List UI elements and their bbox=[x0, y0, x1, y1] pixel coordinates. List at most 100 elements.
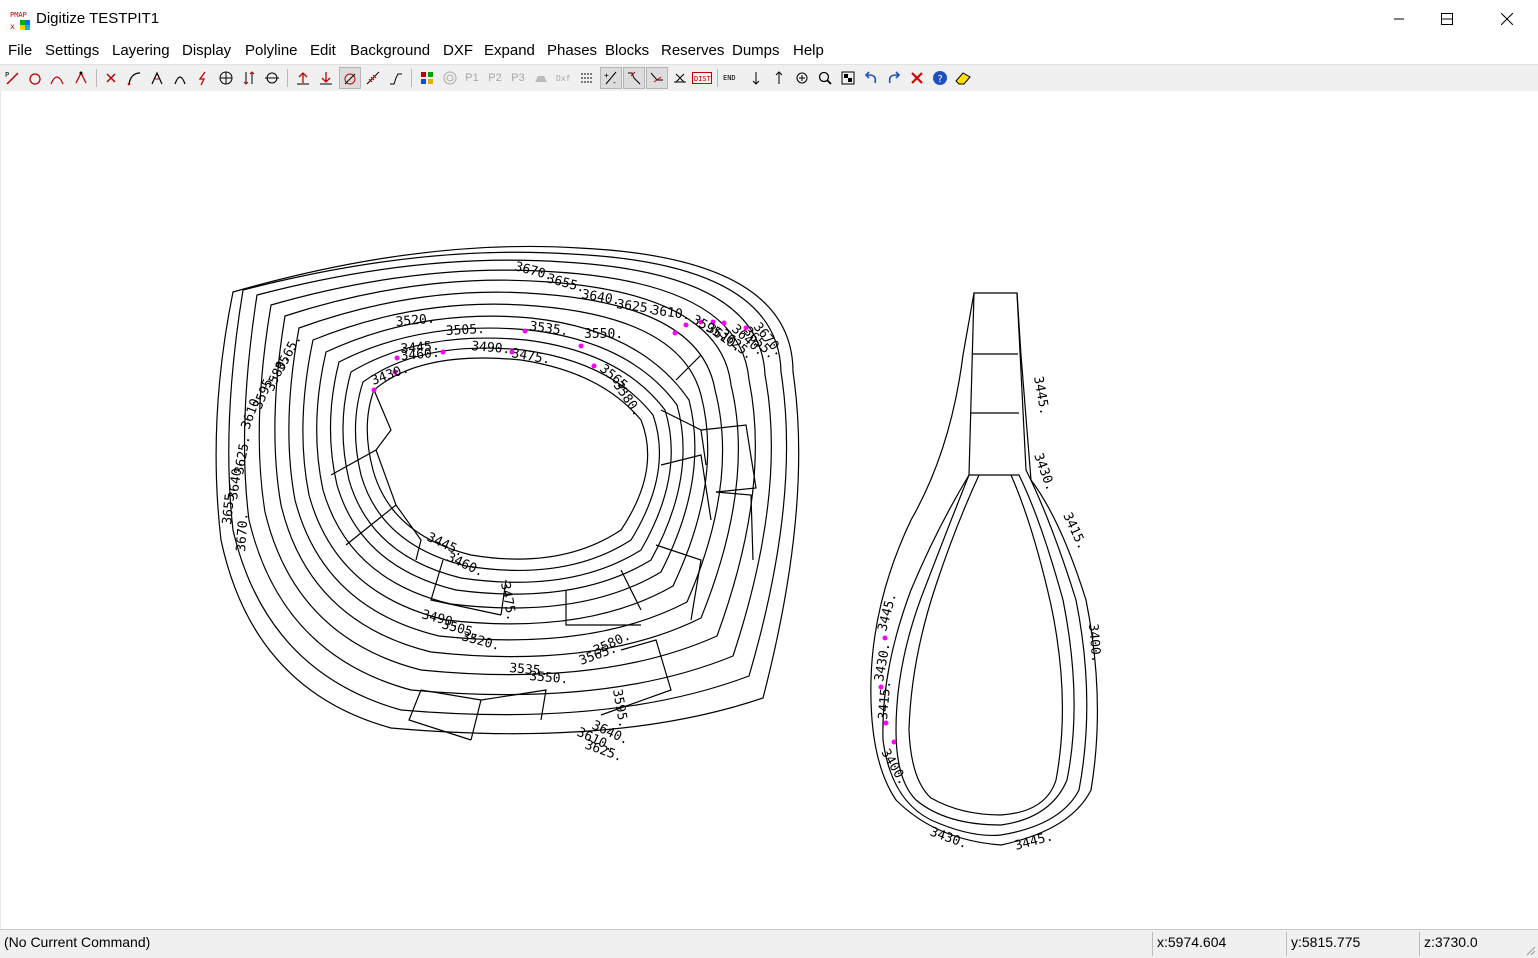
phase-p1-button[interactable]: P1 bbox=[465, 72, 479, 84]
status-z-coordinate: z:3730.0 bbox=[1424, 934, 1478, 950]
menu-bar: File Settings Layering Display Polyline … bbox=[0, 38, 1538, 64]
contour-label: 3670. bbox=[234, 512, 252, 552]
raise-icon[interactable] bbox=[293, 68, 313, 88]
menu-settings[interactable]: Settings bbox=[45, 42, 100, 59]
svg-text:?: ? bbox=[937, 74, 943, 85]
contour-label: 3475. bbox=[510, 346, 551, 368]
lower-icon[interactable] bbox=[316, 68, 336, 88]
contour-snap-icon[interactable] bbox=[339, 67, 361, 89]
zoom-icon[interactable] bbox=[815, 68, 835, 88]
close-icon bbox=[1501, 13, 1513, 25]
move-polyline-icon[interactable] bbox=[262, 68, 282, 88]
minimize-button[interactable] bbox=[1424, 0, 1470, 38]
contour-label: 3580. bbox=[610, 379, 645, 420]
step-line-icon[interactable] bbox=[386, 68, 406, 88]
arrow-down-icon[interactable] bbox=[746, 68, 766, 88]
curve-tool-icon[interactable] bbox=[47, 68, 67, 88]
menu-background[interactable]: Background bbox=[350, 42, 431, 59]
help-icon[interactable]: ? bbox=[930, 68, 950, 88]
phase-p3-button[interactable]: P3 bbox=[511, 72, 525, 84]
bench-icon[interactable] bbox=[623, 67, 645, 89]
contour-label: 3445. bbox=[1030, 375, 1052, 416]
maximize-button[interactable] bbox=[1424, 0, 1470, 38]
truck-icon[interactable] bbox=[531, 68, 551, 88]
redo-icon[interactable] bbox=[884, 68, 904, 88]
contour-label: 3625. bbox=[232, 435, 254, 476]
hatch-line-icon[interactable] bbox=[363, 68, 383, 88]
menu-display[interactable]: Display bbox=[182, 42, 232, 59]
contour-label: 3415. bbox=[1059, 510, 1089, 552]
close-button[interactable] bbox=[1484, 0, 1530, 38]
contour-label: 3595. bbox=[609, 688, 631, 729]
contour-label: 3520. bbox=[395, 312, 435, 330]
menu-file[interactable]: File bbox=[8, 42, 33, 59]
contour-label: 3475. bbox=[497, 581, 519, 622]
contour-label: 3400. bbox=[1085, 623, 1103, 663]
rings-icon[interactable] bbox=[440, 68, 460, 88]
contour-label: 3430. bbox=[872, 642, 894, 683]
svg-text:P: P bbox=[5, 71, 9, 79]
svg-text:-: - bbox=[612, 78, 617, 86]
maximize-icon bbox=[1441, 13, 1453, 25]
join-arc-icon[interactable] bbox=[170, 68, 190, 88]
svg-text:PMAP: PMAP bbox=[10, 11, 27, 19]
target-icon[interactable] bbox=[216, 68, 236, 88]
svg-text:END: END bbox=[723, 74, 736, 82]
drawing-canvas[interactable]: 3670. 3655. 3640. 3625. 3610. 3520. 3505… bbox=[0, 91, 1538, 929]
contour-label: 3625. bbox=[615, 297, 656, 317]
distance-button[interactable]: DIST bbox=[692, 68, 712, 88]
plus-minus-icon[interactable]: +- bbox=[600, 67, 622, 89]
contour-drawing: 3670. 3655. 3640. 3625. 3610. 3520. 3505… bbox=[215, 245, 1103, 854]
layer-colors-icon[interactable] bbox=[417, 68, 437, 88]
contour-label: 3520. bbox=[460, 629, 502, 654]
menu-phases[interactable]: Phases bbox=[547, 42, 598, 59]
cross-section-icon[interactable] bbox=[670, 68, 690, 88]
minimize-icon bbox=[1442, 18, 1452, 20]
menu-reserves[interactable]: Reserves bbox=[661, 42, 725, 59]
menu-dumps[interactable]: Dumps bbox=[732, 42, 780, 59]
menu-expand[interactable]: Expand bbox=[484, 42, 535, 59]
eraser-icon[interactable] bbox=[953, 68, 973, 88]
minimize-icon bbox=[1394, 18, 1404, 20]
contour-label: 3550. bbox=[529, 669, 569, 687]
menu-help[interactable]: Help bbox=[793, 42, 824, 59]
arc-tool-icon[interactable] bbox=[124, 68, 144, 88]
contour-label: 3415. bbox=[876, 680, 894, 720]
contour-label: 3640. bbox=[226, 460, 246, 501]
zoom-center-icon[interactable] bbox=[792, 68, 812, 88]
reverse-direction-icon[interactable] bbox=[239, 68, 259, 88]
menu-layering[interactable]: Layering bbox=[112, 42, 170, 59]
status-bar: (No Current Command) x:5974.604 y:5815.7… bbox=[0, 929, 1538, 958]
contour-label: 3400. bbox=[878, 747, 911, 788]
minimize-button-area[interactable] bbox=[1376, 0, 1422, 38]
contour-label: 3505. bbox=[445, 322, 485, 339]
dxf-export-icon[interactable]: Dxf bbox=[554, 68, 574, 88]
app-icon: PMAP x bbox=[10, 11, 30, 31]
menu-edit[interactable]: Edit bbox=[310, 42, 336, 59]
undo-icon[interactable] bbox=[861, 68, 881, 88]
contour-label: 3535. bbox=[509, 661, 549, 679]
contour-label: 3460. bbox=[400, 346, 440, 364]
menu-polyline[interactable]: Polyline bbox=[245, 42, 298, 59]
contour-label: 3535. bbox=[528, 319, 569, 339]
menu-dxf[interactable]: DXF bbox=[443, 42, 473, 59]
resize-grip-icon[interactable] bbox=[1524, 944, 1536, 956]
menu-blocks[interactable]: Blocks bbox=[605, 42, 650, 59]
edit-points-icon[interactable] bbox=[71, 68, 91, 88]
split-line-icon[interactable] bbox=[147, 68, 167, 88]
lightning-icon[interactable] bbox=[193, 68, 213, 88]
ramp-icon[interactable] bbox=[646, 67, 668, 89]
grid-icon[interactable] bbox=[577, 68, 597, 88]
cancel-icon[interactable] bbox=[907, 68, 927, 88]
contour-label: 3655. bbox=[220, 485, 239, 525]
digitize-pen-icon[interactable]: P bbox=[3, 68, 23, 88]
arrow-up-icon[interactable] bbox=[769, 68, 789, 88]
phase-p2-button[interactable]: P2 bbox=[488, 72, 502, 84]
delete-point-icon[interactable] bbox=[101, 68, 121, 88]
contour-label: 3640. bbox=[580, 287, 621, 309]
svg-text:DIST: DIST bbox=[694, 75, 712, 83]
end-button[interactable]: END bbox=[723, 68, 743, 88]
zoom-extents-icon[interactable] bbox=[838, 68, 858, 88]
circle-tool-icon[interactable] bbox=[25, 68, 45, 88]
window-title: Digitize TESTPIT1 bbox=[36, 10, 160, 27]
